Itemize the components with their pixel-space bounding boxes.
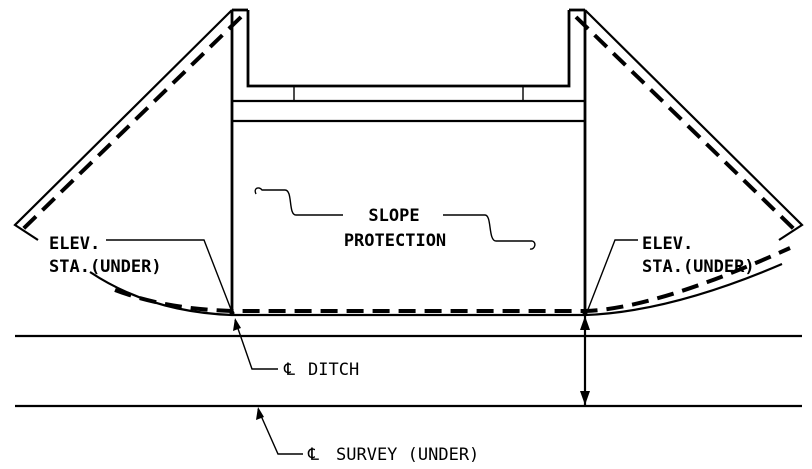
survey-arrow-icon — [256, 407, 264, 420]
survey-centerline-label: ℄ SURVEY (UNDER) — [256, 407, 479, 465]
elev-right-point-icon — [582, 310, 588, 316]
reference-lines — [15, 334, 802, 408]
elev-left-line2: STA.(UNDER) — [49, 257, 162, 277]
survey-text: SURVEY (UNDER) — [336, 445, 479, 465]
slope-protection-label: SLOPE PROTECTION — [254, 187, 536, 251]
slope-protection-leader-left — [254, 187, 343, 216]
left-embankment-slope — [13, 9, 233, 241]
elev-right-line1: ELEV. — [642, 234, 693, 254]
ditch-text: DITCH — [308, 360, 359, 380]
ditch-centerline-label: ℄ DITCH — [233, 318, 359, 380]
clearance-dimension — [580, 316, 590, 405]
slope-protection-line2: PROTECTION — [344, 231, 446, 251]
elev-right-callout: ELEV. STA.(UNDER) — [582, 234, 755, 316]
ditch-arrow-icon — [233, 318, 241, 331]
bottom-slope-protection — [114, 246, 791, 313]
dimension-arrow-down-icon — [580, 391, 590, 405]
right-embankment-slope — [584, 9, 804, 241]
ditch-leader — [234, 319, 278, 370]
ditch-centerline-symbol: ℄ — [283, 360, 295, 380]
elev-left-point-icon — [229, 310, 235, 316]
elev-right-line2: STA.(UNDER) — [642, 257, 755, 277]
elev-left-line1: ELEV. — [49, 234, 100, 254]
survey-centerline-symbol: ℄ — [307, 445, 319, 465]
elev-left-callout: ELEV. STA.(UNDER) — [49, 234, 235, 316]
survey-leader — [257, 408, 303, 455]
slope-protection-line1: SLOPE — [368, 206, 419, 226]
elev-left-leader — [106, 239, 233, 313]
bridge-structure — [230, 8, 587, 312]
slope-protection-dashed — [20, 15, 797, 313]
left-slope-protection — [20, 15, 243, 232]
deck-inner-outline — [246, 10, 571, 88]
dimension-arrow-up-icon — [580, 316, 590, 330]
elev-right-leader — [586, 239, 638, 313]
right-slope-protection — [574, 15, 797, 232]
slope-protection-leader-right — [443, 214, 536, 250]
